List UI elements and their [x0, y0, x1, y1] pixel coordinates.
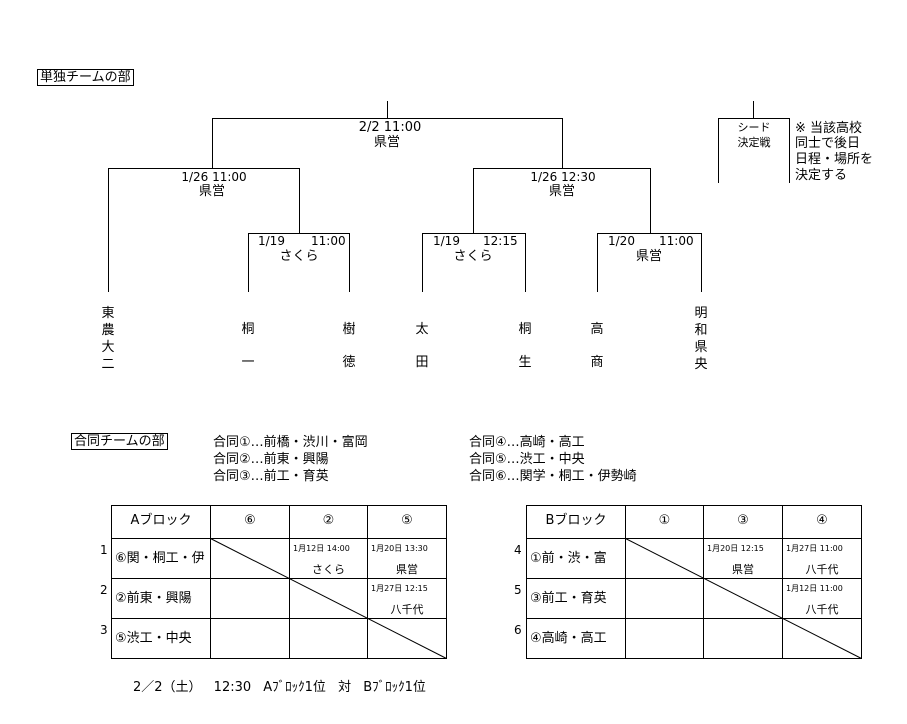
- note-line-4: 決定する: [795, 168, 848, 183]
- match-venue: さくら: [312, 563, 345, 576]
- row-number: 4: [514, 543, 522, 557]
- block-a-row-team: ⑤渋工・中央: [115, 631, 192, 646]
- match-venue: 県営: [396, 563, 418, 576]
- qf1-time: 11:00: [311, 234, 346, 248]
- match-venue: 県営: [732, 563, 754, 576]
- block-b-row-team: ④高崎・高工: [530, 631, 607, 646]
- block-b-col-header: ①: [658, 513, 671, 528]
- joint-team-entry: 合同⑤…渋工・中央: [469, 452, 585, 467]
- match-time: 1月27日 12:15: [371, 584, 428, 593]
- note-line-3: 日程・場所を: [795, 152, 874, 167]
- joint-team-entry: 合同⑥…関学・桐工・伊勢崎: [469, 469, 637, 484]
- qf2-date: 1/19: [433, 234, 460, 248]
- team-name: 樹徳: [342, 322, 356, 370]
- team-name: 太田: [415, 322, 429, 370]
- team-name: 桐生: [518, 322, 532, 370]
- block-a-header: Aブロック: [130, 513, 192, 528]
- qf3-venue: 県営: [635, 249, 663, 264]
- qf3-time: 11:00: [659, 234, 694, 248]
- team-name: 高商: [590, 322, 604, 370]
- qf2-venue: さくら: [453, 249, 493, 264]
- match-time: 1月20日 13:30: [371, 544, 428, 553]
- row-number: 3: [100, 623, 108, 637]
- qf1-venue: さくら: [279, 249, 319, 264]
- block-b-header: Bブロック: [545, 513, 607, 528]
- single-section-title: 単独チームの部: [37, 69, 134, 86]
- block-a-col-header: ⑤: [401, 513, 413, 528]
- match-venue: 八千代: [805, 603, 839, 616]
- note-line-2: 同士で後日: [795, 136, 861, 151]
- semi-left-venue: 県営: [198, 184, 226, 199]
- qf2-time: 12:15: [483, 234, 518, 248]
- semi-right-date: 1/26 12:30: [530, 170, 596, 184]
- block-b-col-header: ④: [816, 513, 828, 528]
- team-name: 明和県央: [694, 306, 708, 372]
- semi-right-venue: 県営: [548, 184, 576, 199]
- joint-team-entry: 合同②…前東・興陽: [213, 452, 329, 467]
- note-line-1: ※ 当該高校: [795, 121, 863, 136]
- seed-label-2: 決定戦: [737, 136, 771, 149]
- match-time: 1月12日 11:00: [786, 584, 843, 593]
- joint-section-title: 合同チームの部: [71, 433, 168, 450]
- block-b-col-header: ③: [737, 513, 749, 528]
- final-venue: 県営: [373, 135, 401, 150]
- final-match-line: 2／2（土） 12:30 Aﾌﾞﾛｯｸ1位 対 Bﾌﾞﾛｯｸ1位: [133, 680, 426, 695]
- block-a-col-header: ⑥: [244, 513, 256, 528]
- match-time: 1月12日 14:00: [293, 544, 350, 553]
- row-number: 2: [100, 583, 108, 597]
- block-a-row-team: ②前東・興陽: [115, 591, 192, 606]
- team-name: 東農大二: [101, 306, 115, 372]
- block-a-col-header: ②: [322, 513, 335, 528]
- block-b-row-team: ①前・渋・富: [530, 551, 607, 566]
- semi-left-date: 1/26 11:00: [181, 170, 247, 184]
- match-time: 1月27日 11:00: [786, 544, 843, 553]
- joint-team-entry: 合同①…前橋・渋川・富岡: [213, 435, 368, 450]
- team-name: 桐一: [241, 322, 255, 370]
- final-date: 2/2 11:00: [358, 120, 422, 135]
- row-number: 5: [514, 583, 522, 597]
- match-time: 1月20日 12:15: [707, 544, 764, 553]
- joint-team-entry: 合同④…高崎・高工: [469, 435, 585, 450]
- match-venue: 八千代: [390, 603, 424, 616]
- match-venue: 八千代: [805, 563, 839, 576]
- seed-label-1: シード: [737, 121, 771, 134]
- row-number: 6: [514, 623, 522, 637]
- block-a-row-team: ⑥関・桐工・伊: [115, 551, 205, 566]
- block-b-row-team: ③前工・育英: [530, 591, 607, 606]
- qf1-date: 1/19: [258, 234, 285, 248]
- qf3-date: 1/20: [608, 234, 635, 248]
- joint-team-entry: 合同③…前工・育英: [213, 469, 329, 484]
- row-number: 1: [100, 543, 108, 557]
